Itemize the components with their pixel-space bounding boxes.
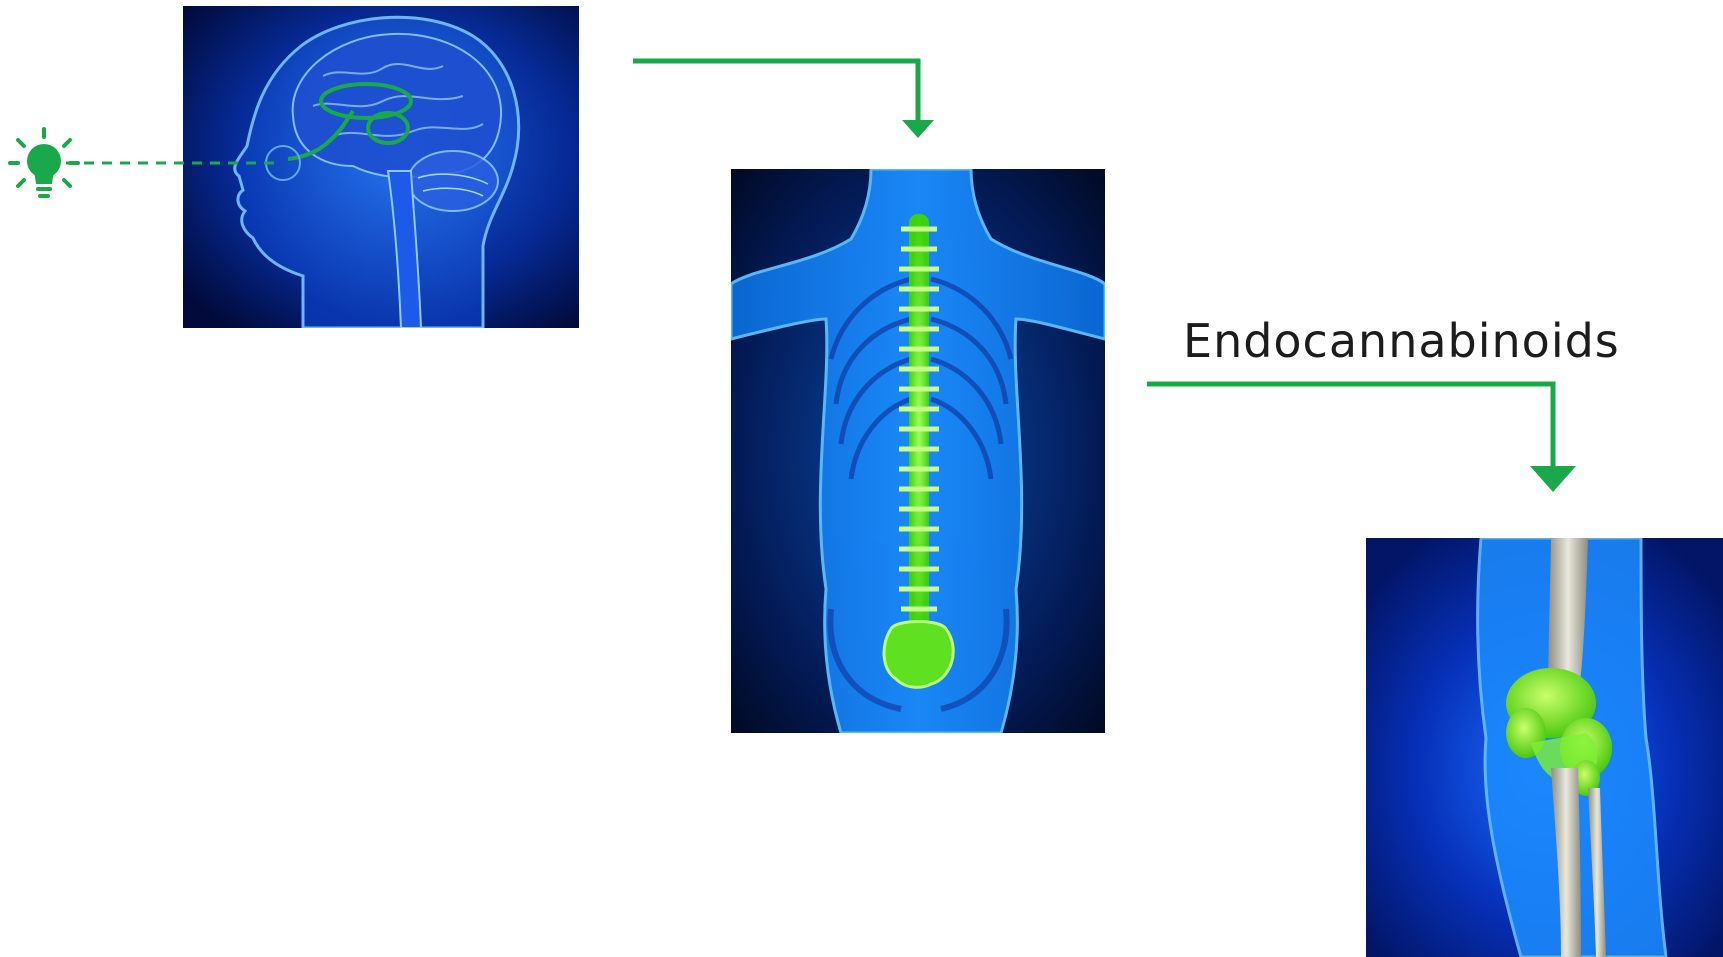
brain-panel (183, 6, 579, 328)
spine-panel (731, 169, 1105, 733)
knee-panel (1366, 538, 1723, 957)
knee-illustration (1366, 538, 1723, 957)
endocannabinoids-label: Endocannabinoids (1183, 314, 1620, 368)
brain-illustration (183, 6, 579, 328)
lightbulb-icon (10, 129, 78, 198)
spine-to-knee-arrowhead (1530, 466, 1576, 492)
brain-to-spine-arrowhead (902, 120, 934, 138)
spine-illustration (731, 169, 1105, 733)
brain-to-spine-arrow-line (633, 61, 918, 122)
spine-to-knee-arrow-line (1147, 384, 1553, 468)
